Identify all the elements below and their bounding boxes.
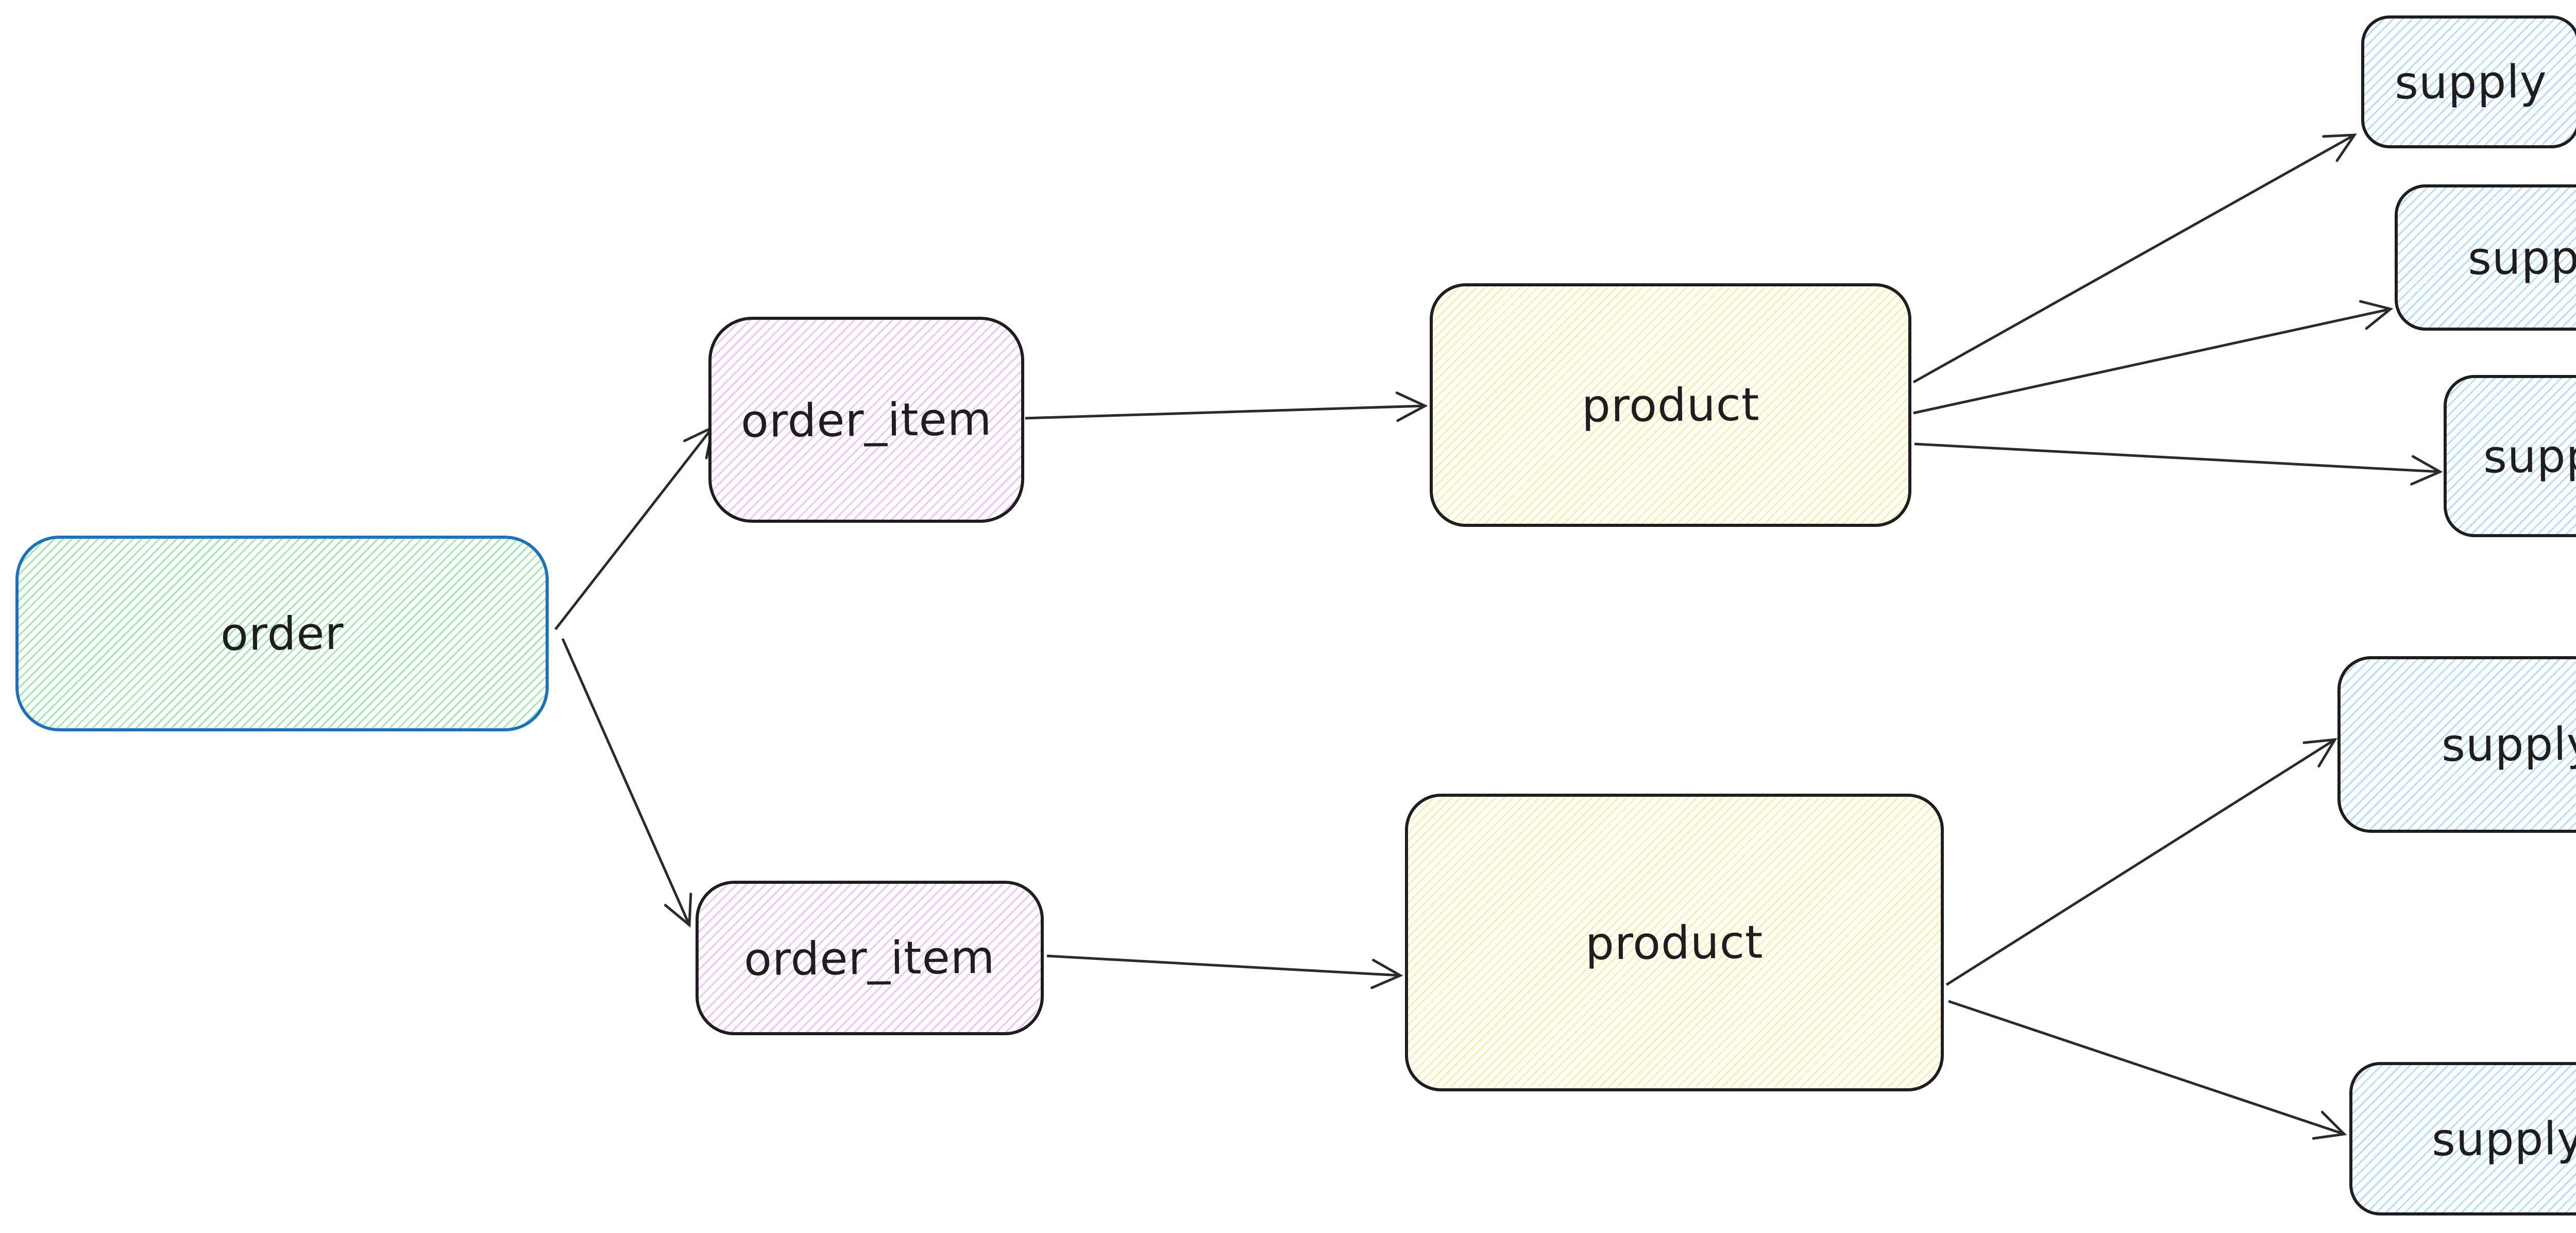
edge-product-1-to-supply-2[interactable] bbox=[1913, 300, 2394, 415]
edge-product-1-to-supply-3[interactable] bbox=[1914, 442, 2443, 486]
node-label: supply bbox=[2394, 55, 2547, 109]
edge-product-2-to-supply-5[interactable] bbox=[1948, 1000, 2347, 1140]
edge-order-item-2-to-product-2[interactable] bbox=[1046, 954, 1403, 989]
node-supply-2[interactable]: supply bbox=[2395, 184, 2576, 331]
edge-order-item-1-to-product-1[interactable] bbox=[1025, 391, 1428, 422]
node-order[interactable]: order bbox=[15, 536, 549, 731]
edge-product-2-to-supply-4[interactable] bbox=[1945, 738, 2337, 986]
node-label: product bbox=[1585, 915, 1764, 970]
node-label: order_item bbox=[740, 392, 992, 448]
node-label: product bbox=[1581, 378, 1760, 433]
node-order-item-1[interactable]: order_item bbox=[708, 317, 1024, 523]
node-label: supply bbox=[2441, 717, 2576, 772]
node-order-item-2[interactable]: order_item bbox=[696, 881, 1044, 1035]
node-supply-1[interactable]: supply bbox=[2361, 15, 2576, 148]
node-supply-3[interactable]: supply bbox=[2444, 375, 2576, 537]
node-supply-4[interactable]: supply bbox=[2337, 656, 2576, 833]
node-label: supply bbox=[2431, 1111, 2576, 1166]
node-label: supply bbox=[2483, 429, 2576, 484]
edge-order-to-order-item-2[interactable] bbox=[561, 638, 692, 928]
node-label: supply bbox=[2467, 230, 2576, 285]
node-product-2[interactable]: product bbox=[1405, 794, 1944, 1091]
node-label: order bbox=[220, 606, 344, 661]
edge-order-to-order-item-1[interactable] bbox=[554, 425, 715, 630]
node-product-1[interactable]: product bbox=[1430, 283, 1911, 527]
node-label: order_item bbox=[743, 930, 996, 986]
edge-product-1-to-supply-1[interactable] bbox=[1912, 133, 2357, 384]
node-supply-5[interactable]: supply bbox=[2349, 1062, 2576, 1215]
